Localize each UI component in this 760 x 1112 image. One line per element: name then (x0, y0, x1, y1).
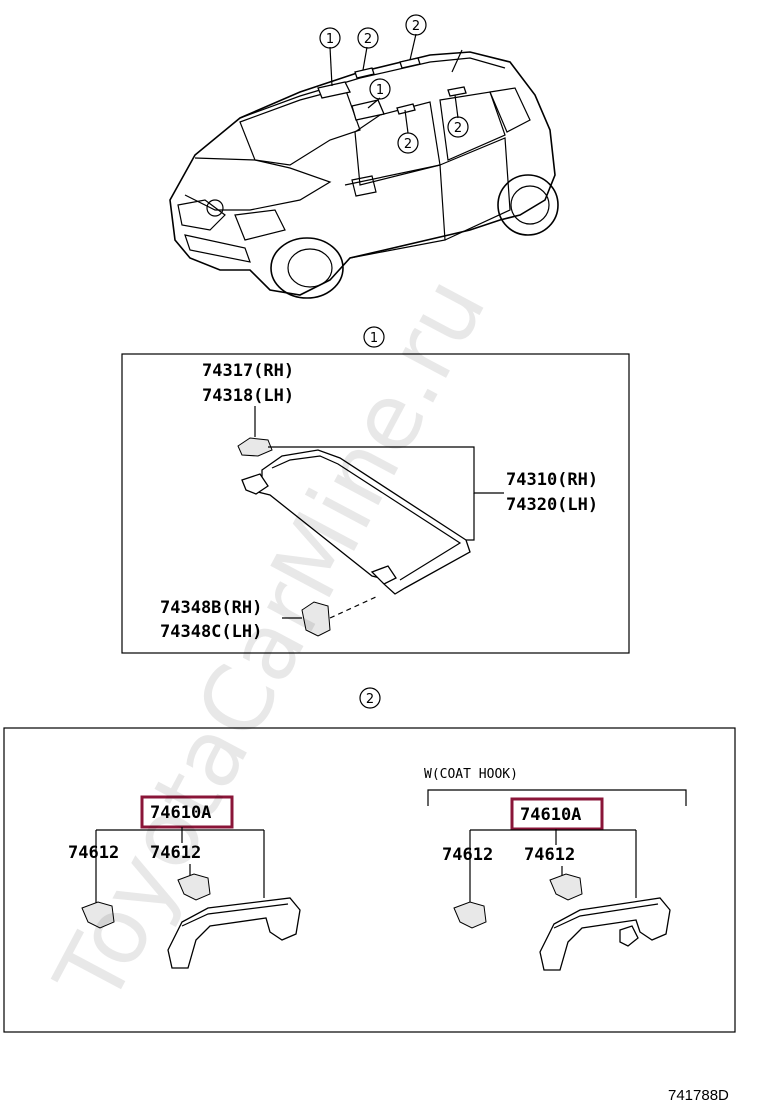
clip-rh-label: 74348B(RH) (160, 598, 262, 618)
svg-text:2: 2 (404, 137, 412, 152)
highlight-box-right (510, 797, 604, 831)
holder-lh-label: 74318(LH) (202, 386, 294, 406)
assist-grip-left: 74610A 74612 74612 (68, 795, 301, 969)
car-callout-2d: 2 (447, 116, 469, 138)
assist-grip-part-right (539, 897, 671, 971)
cover-part-left-b (177, 873, 211, 901)
cover-b-right-label: 74612 (524, 845, 575, 865)
visor-holder-part (237, 437, 273, 457)
sun-visor-callout: 1 (363, 326, 385, 348)
cover-part-right-b (549, 873, 583, 901)
cover-part-right-a (453, 901, 487, 929)
svg-text:1: 1 (326, 32, 334, 47)
cover-a-left-label: 74612 (68, 843, 119, 863)
car-callout-2c: 2 (397, 132, 419, 154)
sun-visor-panel: 74317(RH) 74318(LH) 74310(RH) 74320(LH) … (121, 353, 630, 654)
car-callout-1b: 1 (369, 78, 391, 100)
svg-text:2: 2 (454, 121, 462, 136)
visor-clip-part (301, 601, 331, 637)
assembly-right-label: 74610A (520, 805, 581, 825)
car-callouts: 1 1 2 2 2 2 (319, 14, 469, 154)
car-illustration (169, 49, 559, 299)
car-callout-2b: 2 (405, 14, 427, 36)
sun-visor-part (257, 449, 471, 595)
svg-text:2: 2 (364, 32, 372, 47)
svg-text:1: 1 (376, 83, 384, 98)
assembly-left-label: 74610A (150, 803, 211, 823)
holder-rh-label: 74317(RH) (202, 361, 294, 381)
clip-lh-label: 74348C(LH) (160, 622, 262, 642)
visor-lh-label: 74320(LH) (506, 495, 598, 515)
cover-part-left-a (81, 901, 115, 929)
coat-hook-part (619, 925, 639, 947)
svg-text:1: 1 (370, 331, 378, 346)
assist-grip-panel: 74610A 74612 74612 W(COAT HOOK) 74610A 7… (3, 727, 736, 1033)
cover-a-right-label: 74612 (442, 845, 493, 865)
assist-grip-part-left (167, 897, 301, 969)
car-callout-1a: 1 (319, 27, 341, 49)
diagram-id: 741788D (668, 1087, 729, 1104)
visor-rh-label: 74310(RH) (506, 470, 598, 490)
highlight-box-left (140, 795, 234, 829)
svg-text:2: 2 (366, 692, 374, 707)
svg-text:2: 2 (412, 19, 420, 34)
coat-hook-note: W(COAT HOOK) (424, 767, 518, 782)
car-callout-2a: 2 (357, 27, 379, 49)
assist-grip-callout: 2 (359, 687, 381, 709)
assist-grip-right: W(COAT HOOK) 74610A 74612 74612 (424, 767, 687, 971)
cover-b-left-label: 74612 (150, 843, 201, 863)
